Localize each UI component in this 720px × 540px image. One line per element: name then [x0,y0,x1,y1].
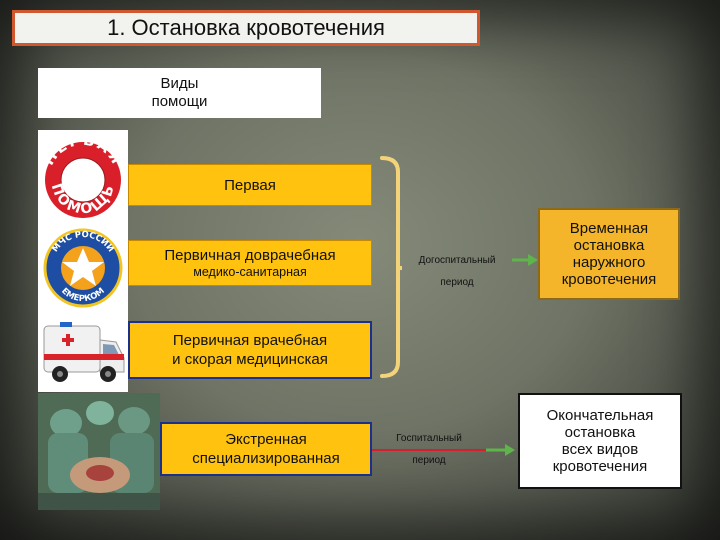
level-specialized: Экстренная специализированная [160,422,372,476]
pre-hospital-bracket [380,156,400,378]
temporary-line-4: кровотечения [561,271,657,288]
first-aid-ring-icon: ПЕРВАЯ ПОМОЩЬ [40,131,125,218]
level-specialized-line-2: специализированная [192,450,340,467]
emercom-emblem-panel: МЧС РОССИИ ЕМЕРКОМ [38,222,128,312]
level-first: Первая [128,164,372,206]
level-medical-line-1: Первичная врачебная [172,332,328,349]
pre-hospital-period-line-1: Догоспитальный [418,255,496,266]
surgery-photo-icon [38,393,160,510]
pre-hospital-period-line-2: период [440,277,474,288]
temporary-line-1: Временная [569,220,649,237]
green-arrow-icon [512,254,538,266]
temporary-line-2: остановка [573,237,645,254]
ambulance-icon [43,322,125,382]
temporary-line-3: наружного [572,254,646,271]
temporary-stop-result: Временная остановка наружного кровотечен… [538,208,680,300]
level-pre-medical-sublabel: медико-санитарная [193,265,307,279]
final-line-3: всех видов [561,441,639,458]
surgery-photo-panel [38,393,160,510]
hospital-period-label: Госпитальный период [374,432,484,468]
level-pre-medical: Первичная доврачебная медико-санитарная [128,240,372,286]
aid-types-header: Виды помощи [38,68,321,118]
aid-types-line-2: помощи [151,93,208,110]
hospital-period-line-1: Госпитальный [396,433,462,444]
level-specialized-line-1: Экстренная [225,431,307,448]
level-medical-line-2: и скорая медицинская [172,351,328,368]
final-line-2: остановка [564,424,636,441]
ambulance-image-panel [38,312,128,392]
emercom-emblem-icon: МЧС РОССИИ ЕМЕРКОМ [43,228,123,308]
final-line-1: Окончательная [546,407,654,424]
final-stop-result: Окончательная остановка всех видов крово… [518,393,682,489]
level-first-label: Первая [224,176,276,194]
final-line-4: кровотечения [552,458,648,475]
aid-types-line-1: Виды [160,75,199,92]
level-pre-medical-label: Первичная доврачебная [164,247,336,264]
green-arrow-right-icon [486,444,515,456]
first-aid-emblem-panel: ПЕРВАЯ ПОМОЩЬ [38,130,128,222]
level-medical-emergency: Первичная врачебная и скорая медицинская [128,321,372,379]
hospital-period-line-2: период [412,455,446,466]
slide-title: 1. Остановка кровотечения [12,10,480,46]
pre-hospital-period-label: Догоспитальный период [402,254,512,290]
